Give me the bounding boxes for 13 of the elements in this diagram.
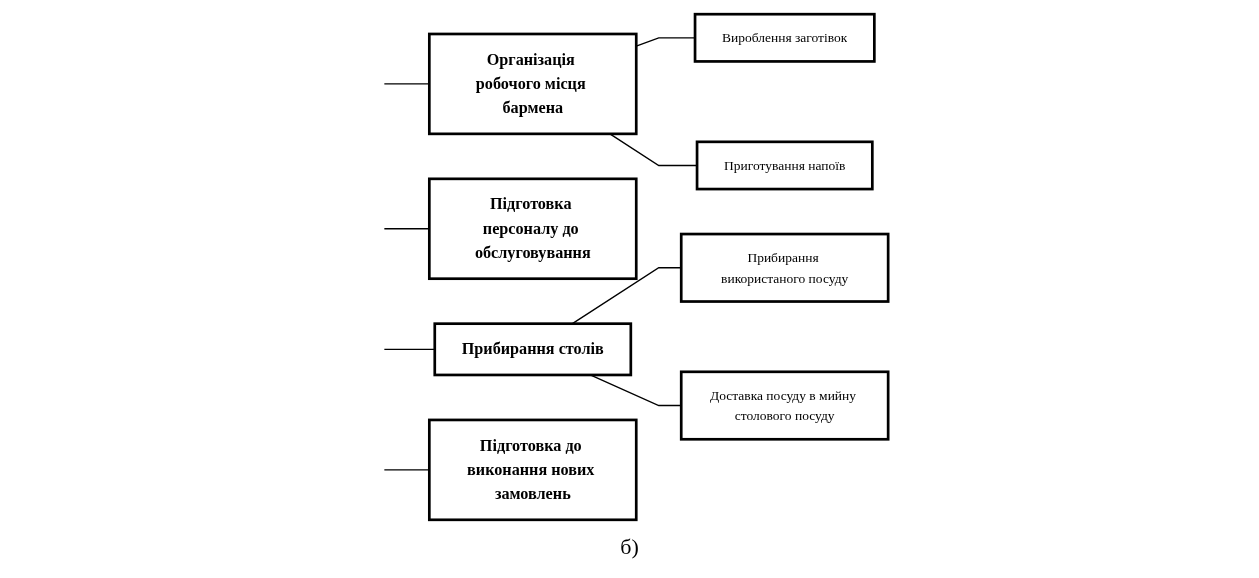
node-box: Вироблення заготівок (693, 12, 876, 63)
node-box: Приготування напоїв (695, 140, 874, 191)
node-box: Прибирання столів (433, 322, 633, 377)
figure-label: б) (620, 534, 639, 559)
connector (383, 469, 430, 471)
node-box: Організація робочого місця бармена (427, 32, 638, 136)
node-box: Доставка посуду в мийну столового посуду (679, 370, 890, 441)
connector (609, 133, 698, 167)
node-box: Підготовка персоналу до обслуговування (427, 177, 638, 281)
connector (383, 228, 430, 230)
node-box: Підготовка до виконання нових замовлень (427, 418, 638, 522)
node-box: Прибирання використаного посуду (679, 232, 890, 303)
connector (383, 83, 430, 85)
